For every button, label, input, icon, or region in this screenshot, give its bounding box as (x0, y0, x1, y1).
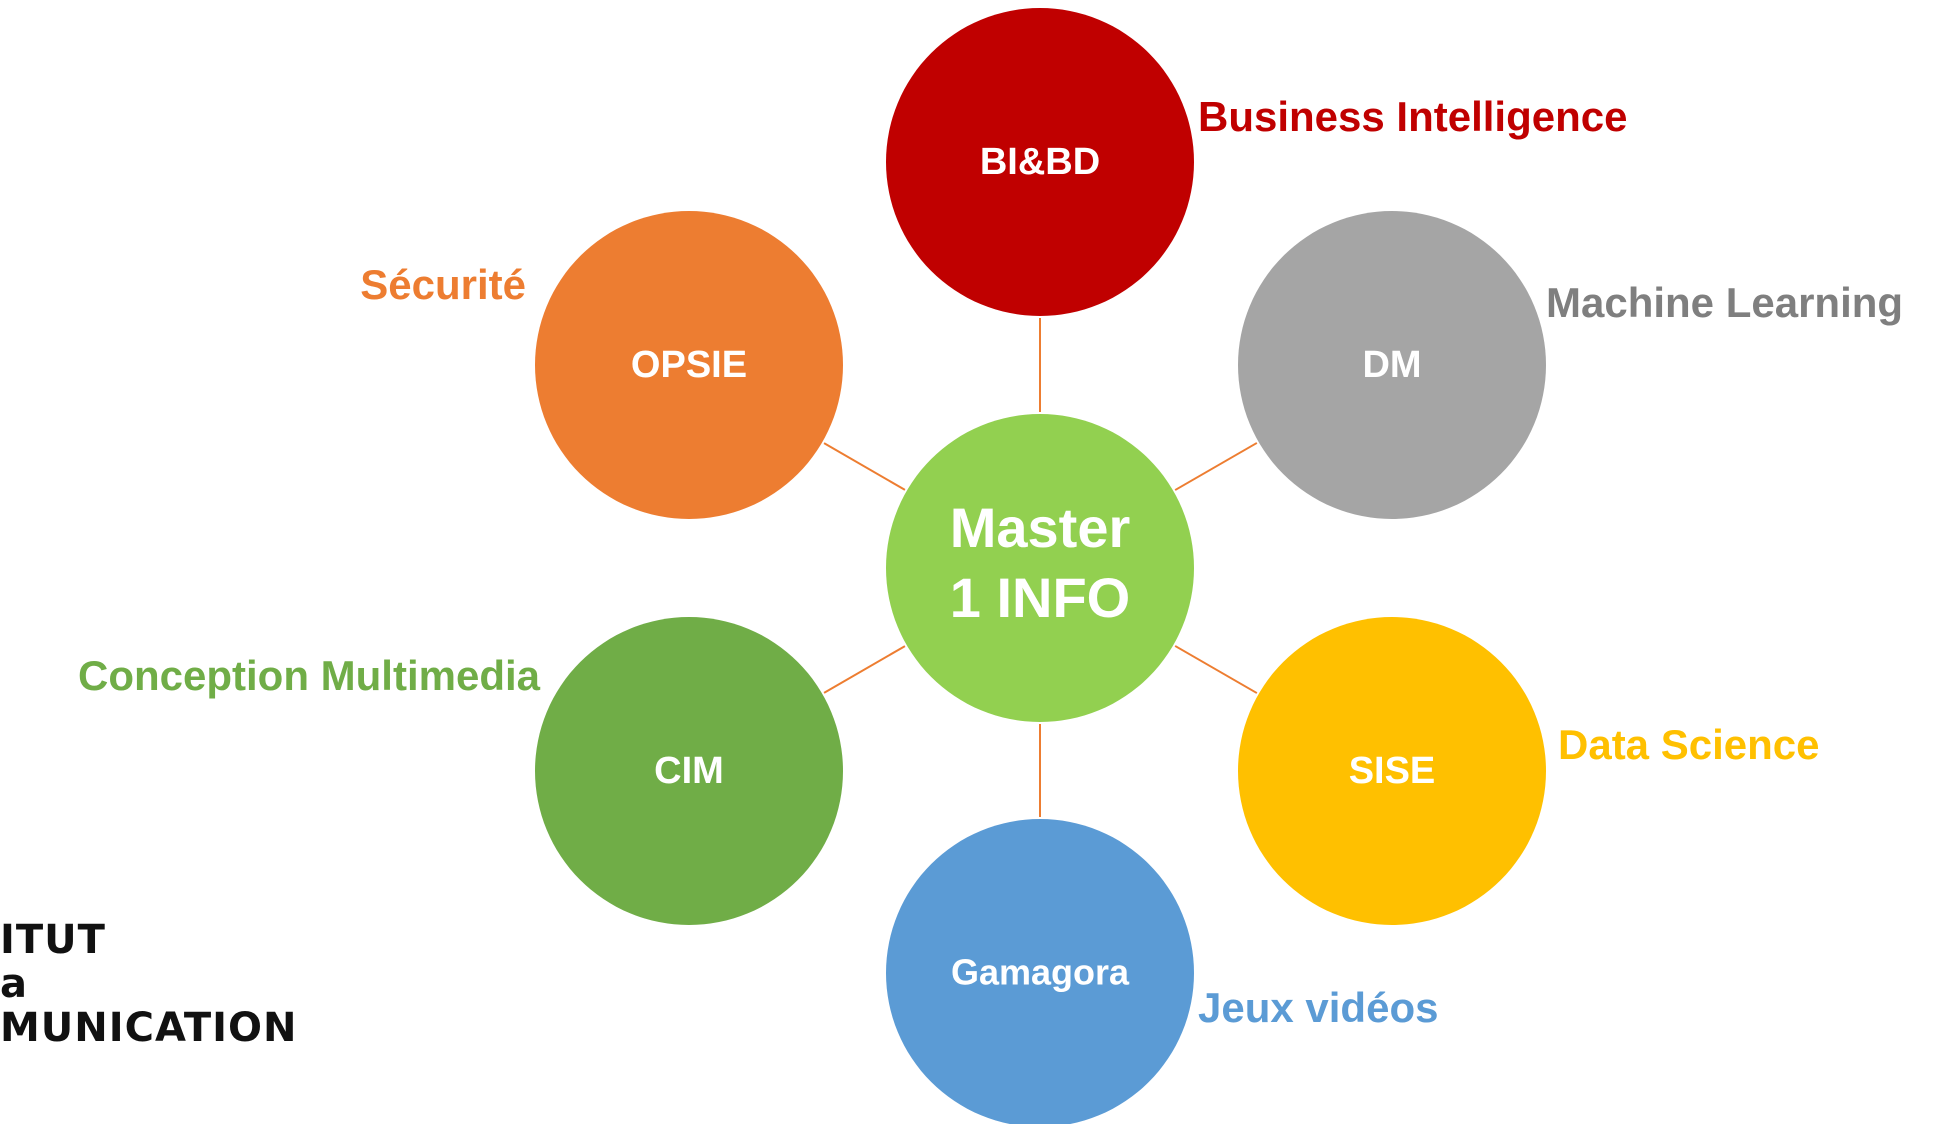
node-circle-sise (1238, 617, 1546, 925)
institution-logo: ITUT a MUNICATION (0, 918, 298, 1050)
node-description-sise: Data Science (1558, 721, 1819, 768)
logo-line-3: MUNICATION (0, 1005, 298, 1051)
logo-line-2: a (0, 961, 28, 1007)
connector-opsie (823, 442, 906, 491)
node-label-cim: CIM (654, 750, 724, 792)
center-node: Master 1 INFO (886, 414, 1194, 722)
node-circle-opsie (535, 211, 843, 519)
connector-sise (1174, 645, 1258, 694)
connector-dm (1174, 442, 1258, 491)
node-description-opsie: Sécurité (360, 261, 526, 308)
center-circle (886, 414, 1194, 722)
logo-line-1: ITUT (0, 917, 106, 963)
node-circle-bibd (886, 8, 1194, 316)
node-label-dm: DM (1362, 344, 1421, 386)
node-label-bibd: BI&BD (980, 141, 1100, 183)
connector-cim (823, 645, 906, 694)
node-label-sise: SISE (1349, 750, 1436, 792)
node-circle-dm (1238, 211, 1546, 519)
node-label-opsie: OPSIE (631, 344, 747, 386)
center-label-line2: 1 INFO (950, 566, 1130, 629)
node-description-cim: Conception Multimedia (78, 652, 541, 699)
connectors (823, 318, 1258, 817)
nodes: BI&BD DM SISE Gamagora CIM OPSIE (535, 8, 1546, 1124)
node-label-gamagora: Gamagora (951, 952, 1130, 993)
center-label-line1: Master (950, 496, 1131, 559)
node-description-gamagora: Jeux vidéos (1198, 984, 1438, 1031)
node-circle-cim (535, 617, 843, 925)
node-description-bibd: Business Intelligence (1198, 93, 1627, 140)
node-circle-gamagora (886, 819, 1194, 1124)
node-description-dm: Machine Learning (1546, 279, 1903, 326)
